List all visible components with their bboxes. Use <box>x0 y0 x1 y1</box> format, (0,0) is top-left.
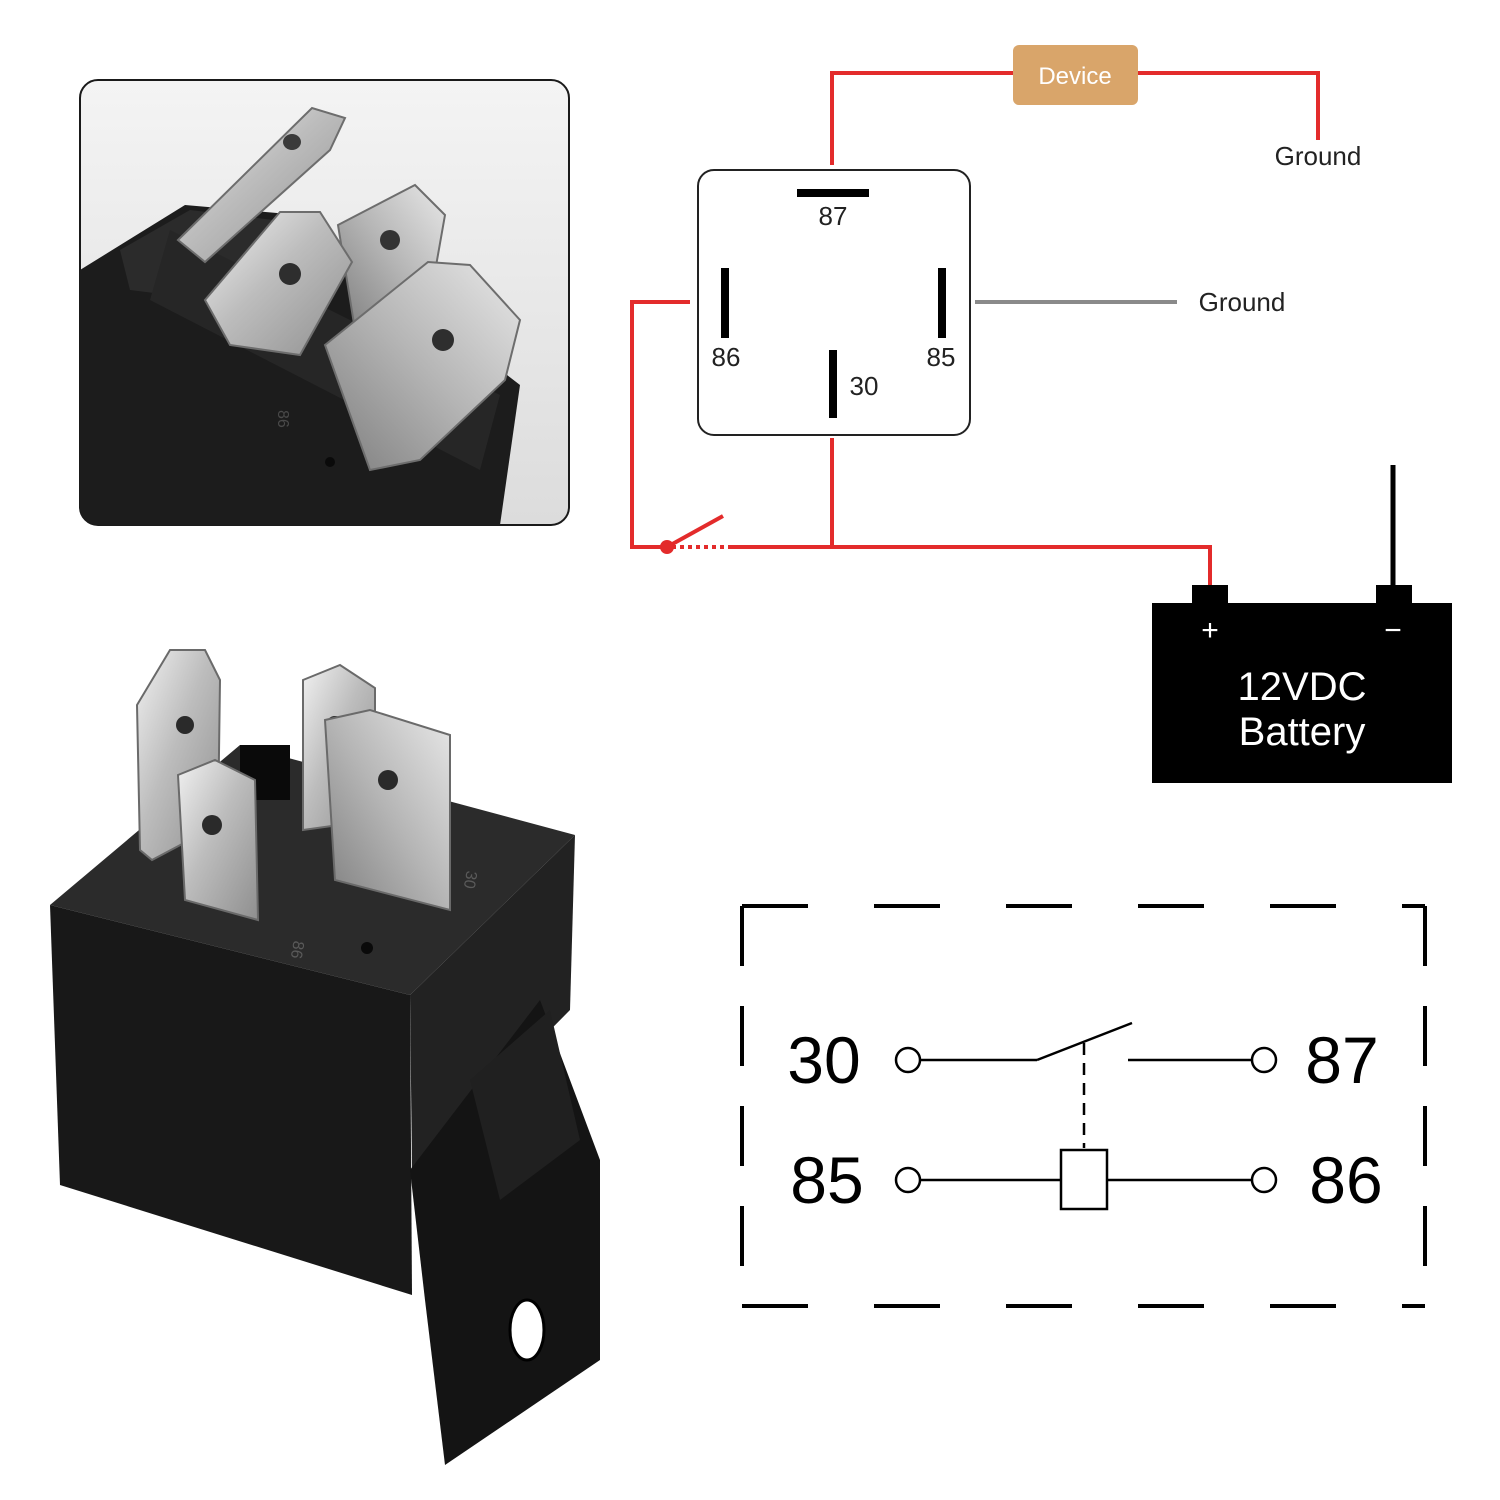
relay-side-face <box>410 835 575 1170</box>
relay-pinout-box <box>697 169 971 436</box>
schematic-pin-30: 30 <box>787 1023 860 1097</box>
pin-30-bar <box>829 350 837 418</box>
pin-85-bar <box>938 268 946 338</box>
coil-icon <box>1059 1148 1109 1211</box>
pin-86-label: 86 <box>712 342 741 372</box>
schematic-pin-85: 85 <box>790 1143 863 1217</box>
red-wires <box>630 71 1320 585</box>
battery-plus: + <box>1201 614 1219 647</box>
terminal-circle-86 <box>1250 1166 1278 1194</box>
relay-schematic: 30 87 85 86 <box>740 904 1427 1308</box>
led-dot-icon <box>361 942 373 954</box>
ground-label-mid: Ground <box>1199 287 1286 317</box>
pin-86-bar <box>721 268 729 338</box>
schematic-pin-86: 86 <box>1309 1143 1382 1217</box>
battery-label: Battery <box>1239 710 1366 754</box>
switch-pivot-icon <box>660 540 674 554</box>
wiring-diagram: Device Ground Ground 87 86 85 30 + − 12V… <box>630 45 1452 783</box>
device-box <box>1013 45 1138 105</box>
relay-photo: 86 30 <box>50 649 600 1465</box>
pin-85-label: 85 <box>927 342 956 372</box>
pin-87-label: 87 <box>819 201 848 231</box>
relay-marking-30: 30 <box>460 869 480 890</box>
terminal-circle-30 <box>894 1046 922 1074</box>
battery-voltage: 12VDC <box>1238 665 1367 709</box>
ground-label-top: Ground <box>1275 141 1362 171</box>
terminal-back-icon <box>176 106 347 264</box>
schematic-pin-87: 87 <box>1305 1023 1378 1097</box>
terminal-middle-icon <box>203 211 354 357</box>
closeup-photo: 86 <box>79 79 570 526</box>
terminal-circle-87 <box>1250 1046 1278 1074</box>
pin-30-label: 30 <box>850 371 879 401</box>
closeup-marking: 86 <box>274 410 291 428</box>
led-dot-icon <box>325 457 335 467</box>
device-label: Device <box>1038 63 1111 90</box>
pin-87-bar <box>797 189 869 197</box>
battery-icon <box>1152 585 1452 783</box>
switch-contact <box>1036 1021 1133 1062</box>
terminal-front-icon <box>323 260 522 472</box>
terminal-85-icon <box>323 708 451 912</box>
relay-front-face <box>50 905 412 1295</box>
terminal-86-icon <box>176 758 260 922</box>
mounting-bracket-icon <box>410 1000 600 1465</box>
terminal-circle-85 <box>894 1166 922 1194</box>
schematic-border <box>740 904 1427 1308</box>
battery-minus: − <box>1384 614 1402 647</box>
relay-marking-86: 86 <box>287 939 307 960</box>
